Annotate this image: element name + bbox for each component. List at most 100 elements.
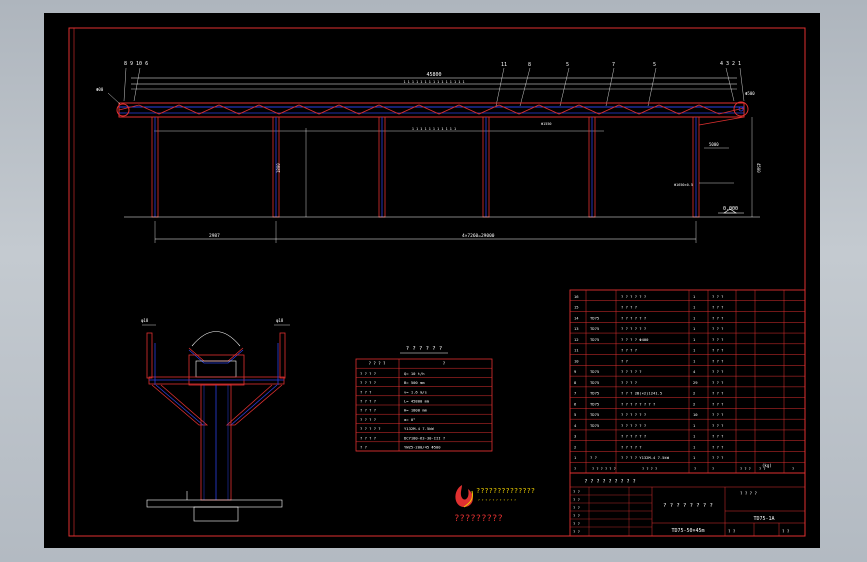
spec-param: ? ? ? ? [360, 371, 376, 376]
bom-cell: 10 [693, 412, 698, 417]
bom-cell: ? ? ? [712, 444, 723, 449]
bom-cell: ? ? ? [712, 380, 723, 385]
bom-cell: ? ? ? 2B(×2)1241.5 [621, 391, 662, 396]
bom-cell: ? ? ? [712, 455, 723, 460]
flame-logo-icon [455, 485, 473, 507]
bom-cell: ? ? ? [712, 391, 723, 396]
label-right-end: Φ500 [745, 91, 755, 96]
spec-param: ? ? ? ? [360, 408, 376, 413]
bom-cell: 1 [693, 294, 696, 299]
bom-cell: ? ? ? [712, 326, 723, 331]
callout-5: 5 [653, 62, 656, 68]
spec-value: H= 1800 mm [404, 408, 428, 413]
bom-cell: 12 [574, 337, 579, 342]
callout-4: 7 [612, 62, 615, 68]
spec-header-2: ? [443, 361, 446, 366]
bom-cell: 1 [693, 326, 696, 331]
bom-cell: ? ? ? [712, 348, 723, 353]
callout-3: 5 [566, 62, 569, 68]
tb-code: TD75-1A [753, 516, 774, 522]
bom-cell: TD75 [590, 337, 599, 342]
bom-cell: 4 [693, 369, 696, 374]
bom-cell: 1 [693, 423, 696, 428]
bom-cell: 10 [574, 358, 579, 363]
bom-cell: 1 [574, 455, 577, 460]
tb-left-label: ? ? [573, 521, 580, 526]
tb-scale-label: ? ? ? ? [740, 491, 757, 496]
dim-spans: 4×7260=29000 [462, 233, 495, 239]
spec-value: v= 1.6 m/s [404, 389, 427, 394]
bom-cell: ? ? [621, 358, 628, 363]
bom-cell: ? ? ? ? ? [621, 444, 642, 449]
tb-left-label: ? ? [573, 497, 580, 502]
bom-cell: 3 [574, 434, 576, 439]
bom-cell: 1 [693, 455, 696, 460]
bom-cell: TD75 [590, 401, 599, 406]
bom-cell: 1 [693, 444, 696, 449]
logo-line1: ?????????????? [476, 487, 535, 495]
bom-cell: ? ? ? [712, 315, 723, 320]
bom-cell: ? ? ? [712, 337, 723, 342]
tb-left-label: ? ? [573, 513, 580, 518]
bom-header-cell: ? [712, 467, 714, 471]
balloons-right: 4 3 2 1 [720, 61, 741, 67]
bom-header-cell: ? [574, 467, 576, 471]
label-mid: Φ1550 [541, 122, 552, 126]
bom-cell: 1 [693, 315, 696, 320]
bom-cell: TD75 [590, 391, 599, 396]
section-label-left: φ18 [141, 318, 149, 323]
bom-cell: 14 [574, 315, 579, 320]
bom-cell: TD75 [590, 412, 599, 417]
tb-drawing-name: ? ? ? ? ? ? ? ? [663, 503, 713, 509]
tb-company: ? ? ? ? ? ? ? ? ? [584, 479, 635, 485]
bom-cell: 15 [574, 305, 579, 310]
balloons-left: 8 9 10 6 [124, 61, 148, 67]
conveyor-elevation-view: 45800 1 1 1 1 1 1 1 1 1 1 1 1 1 1 1 1 1 … [96, 61, 761, 243]
bom-cell: ? ? ? ? ? ? [621, 412, 646, 417]
inner-frame [73, 27, 806, 537]
bom-cell: ? ? ? ? Φ400 [621, 337, 649, 342]
conveyor-frame [118, 102, 745, 118]
bom-cell: ? ? ? [712, 423, 723, 428]
dim-height: 1800 [276, 163, 281, 173]
bom-cell: ? ? ? ? ? ? [621, 434, 646, 439]
bom-cell: ? ? ? ? [621, 380, 637, 385]
company-logo: ?????????????? ? ? ? ? ? ? ? ? ? ? ? ???… [454, 485, 535, 524]
logo-line2: ? ? ? ? ? ? ? ? ? ? ? [478, 498, 516, 502]
bom-cell: ? ? ? [712, 434, 723, 439]
dim-top-row: 1 1 1 1 1 1 1 1 1 1 1 1 1 1 1 [403, 80, 464, 84]
bom-cell: 1 [693, 337, 696, 342]
cad-drawing: 45800 1 1 1 1 1 1 1 1 1 1 1 1 1 1 1 1 1 … [68, 27, 806, 537]
spec-value: L= 45800 mm [404, 399, 430, 404]
bom-cell: 2 [574, 444, 576, 449]
bom-header-cell: ? [694, 467, 696, 471]
spec-param: ? ? ? [360, 389, 371, 394]
spec-param: ? ? ? ? [360, 435, 376, 440]
head-pulley [733, 101, 749, 117]
bom-cell: 2 [693, 391, 695, 396]
bom-cell: ? ? ? ? ? ? [621, 423, 646, 428]
bom-cell: 1 [693, 348, 696, 353]
spec-param: ? ? [360, 445, 367, 450]
bom-cell: ? ? [590, 455, 597, 460]
title-block: ? ? ? ? ? ? ? ? ? ? ? ? ? ? ? ? ? TD75-5… [569, 472, 806, 537]
bom-cell: ? ? ? [712, 305, 723, 310]
bom-cell: TD75 [590, 423, 599, 428]
callout-2: 8 [528, 62, 531, 68]
spec-param: ? ? ? ? [360, 399, 376, 404]
bom-cell: 1 [693, 305, 696, 310]
bom-cell: 16 [574, 294, 579, 299]
bom-cell: TD75 [590, 380, 599, 385]
tb-product: TD75-50×45m [671, 528, 704, 534]
bom-unit-label: (kg) [762, 463, 772, 468]
bom-cell: ? ? ? [712, 369, 723, 374]
bom-cell: 4 [574, 423, 577, 428]
callout-1: 11 [501, 62, 507, 68]
bom-header-cell: ? ? ? ? [642, 467, 657, 471]
bom-cell: ? ? ? [712, 412, 723, 417]
bom-header-cell: ? ? [759, 467, 766, 471]
bom-cell: 29 [693, 380, 698, 385]
bom-cell: ? ? ? ? ? ? ? ? [621, 401, 655, 406]
bom-cell: 7 [574, 391, 576, 396]
spec-param: ? ? ? ? [360, 380, 376, 385]
